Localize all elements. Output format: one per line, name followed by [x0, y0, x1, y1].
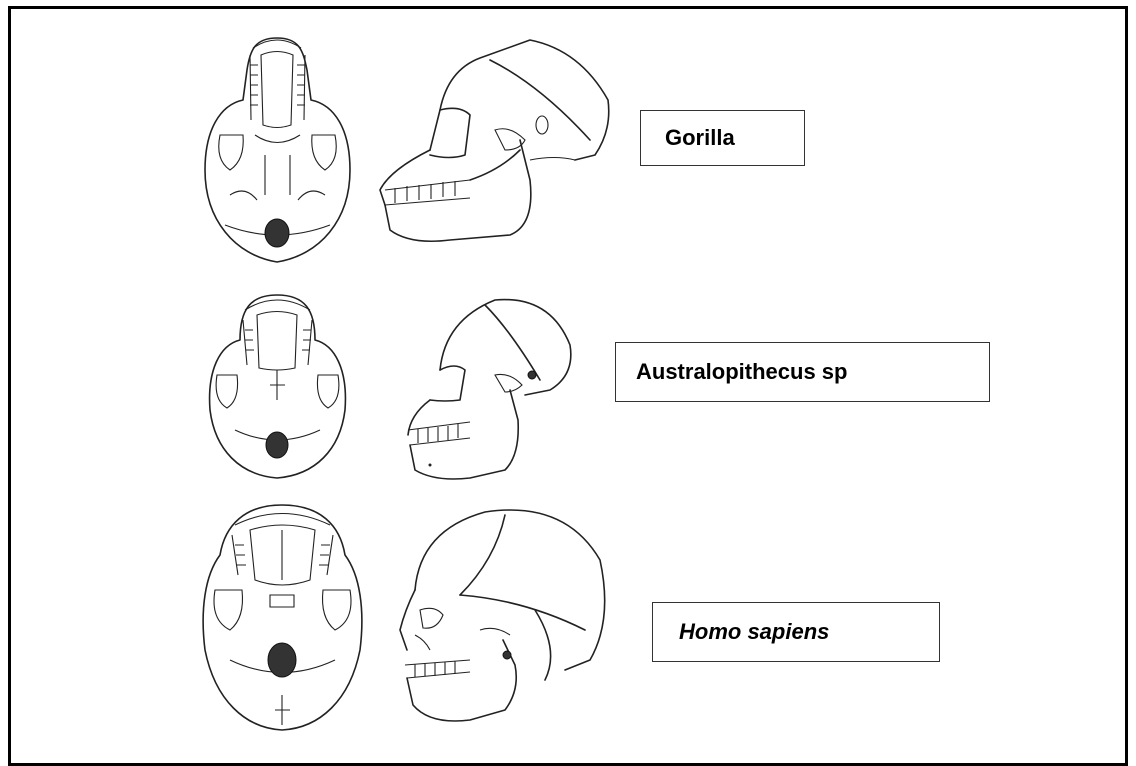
species-row-australopithecus: Australopithecus sp	[0, 290, 1136, 490]
species-label-text: Australopithecus sp	[616, 359, 847, 385]
species-row-gorilla: Gorilla	[0, 30, 1136, 275]
species-row-homo-sapiens: Homo sapiens	[0, 500, 1136, 740]
australopithecus-skull-inferior-view	[195, 290, 360, 485]
species-label-homo-sapiens: Homo sapiens	[652, 602, 940, 662]
homo-sapiens-skull-inferior-view	[190, 500, 375, 735]
species-label-text: Homo sapiens	[653, 619, 829, 645]
species-label-gorilla: Gorilla	[640, 110, 805, 166]
species-label-text: Gorilla	[641, 125, 735, 151]
australopithecus-skull-lateral-view	[400, 290, 580, 490]
gorilla-skull-lateral-view	[370, 30, 620, 275]
homo-sapiens-skull-lateral-view	[385, 500, 620, 740]
species-label-australopithecus: Australopithecus sp	[615, 342, 990, 402]
gorilla-skull-inferior-view	[195, 30, 360, 270]
